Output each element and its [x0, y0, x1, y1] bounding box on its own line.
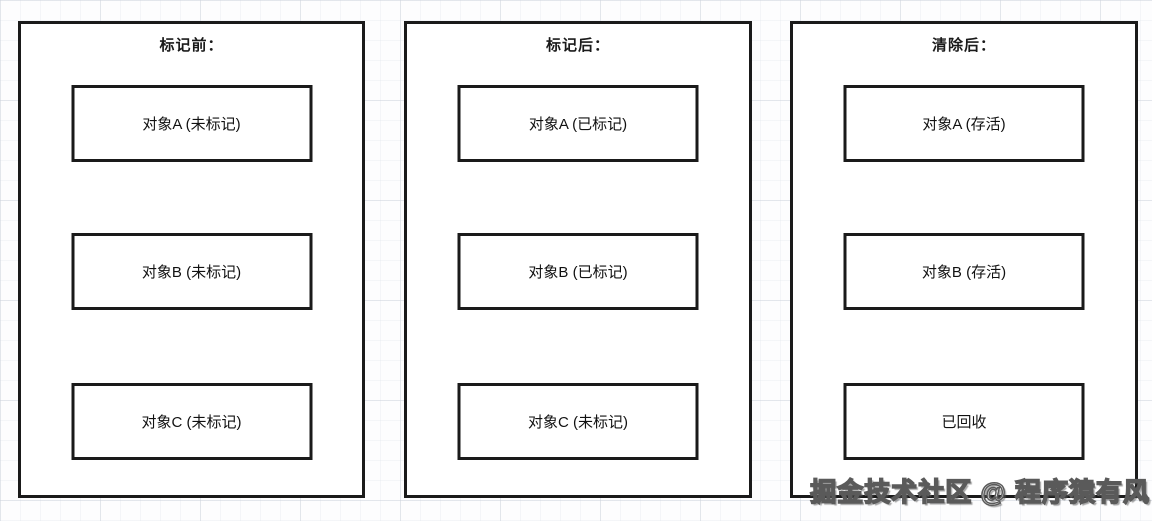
- object-box-c: 对象C (未标记): [457, 383, 699, 460]
- panel-after-marking: 标记后： 对象A (已标记) 对象B (已标记) 对象C (未标记): [404, 21, 752, 498]
- object-box-c: 对象C (未标记): [71, 383, 312, 460]
- panel-before-marking: 标记前： 对象A (未标记) 对象B (未标记) 对象C (未标记): [18, 21, 365, 498]
- object-box-b: 对象B (未标记): [71, 233, 312, 310]
- panel-after-sweep: 清除后： 对象A (存活) 对象B (存活) 已回收: [790, 21, 1138, 498]
- panel-title: 清除后：: [931, 37, 996, 54]
- object-box-a: 对象A (未标记): [71, 85, 312, 162]
- object-box-b: 对象B (已标记): [457, 233, 699, 310]
- panel-title: 标记后：: [545, 37, 610, 54]
- object-box-reclaimed: 已回收: [843, 383, 1085, 460]
- object-box-a: 对象A (存活): [843, 85, 1085, 162]
- object-box-a: 对象A (已标记): [457, 85, 699, 162]
- object-box-b: 对象B (存活): [843, 233, 1085, 310]
- panel-title: 标记前：: [159, 37, 224, 54]
